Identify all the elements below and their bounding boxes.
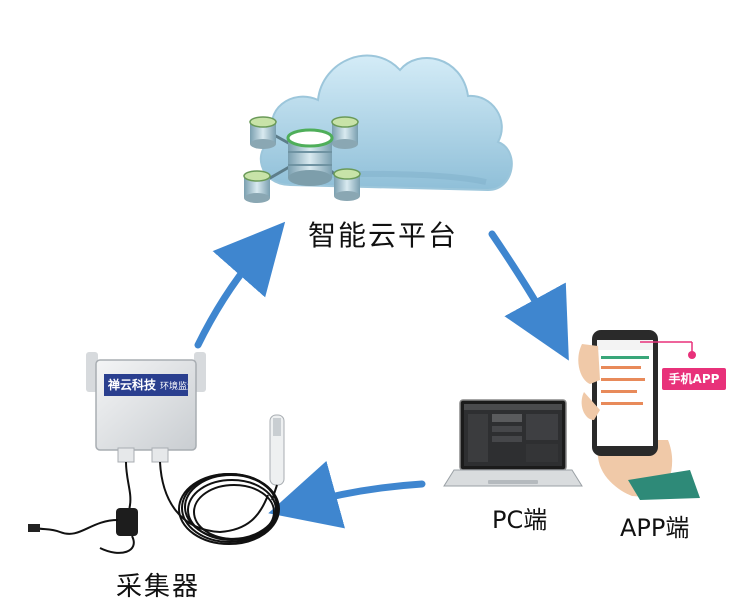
power-adapter-icon bbox=[28, 508, 138, 554]
device-brand-sub: 环境监测 bbox=[160, 382, 188, 392]
pc-label: PC端 bbox=[492, 506, 548, 534]
phone-app-badge: 手机APP bbox=[662, 368, 726, 390]
laptop-icon bbox=[443, 399, 583, 487]
app-label: APP端 bbox=[620, 514, 690, 542]
arrow-pc-to-collector bbox=[268, 460, 426, 529]
cable-coil-icon bbox=[178, 473, 280, 545]
sensor-probe-icon bbox=[269, 414, 285, 501]
collector-label: 采集器 bbox=[116, 572, 201, 602]
arrow-collector-to-cloud bbox=[194, 221, 286, 349]
phone-icon bbox=[578, 330, 700, 500]
database-cluster-icon bbox=[243, 116, 361, 203]
device-brand-plate: 禅云科技环境监测 bbox=[104, 374, 188, 396]
device-brand-name: 禅云科技 bbox=[108, 378, 157, 392]
arrow-cloud-to-app bbox=[488, 230, 569, 361]
cloud-platform-label: 智能云平台 bbox=[308, 219, 459, 252]
